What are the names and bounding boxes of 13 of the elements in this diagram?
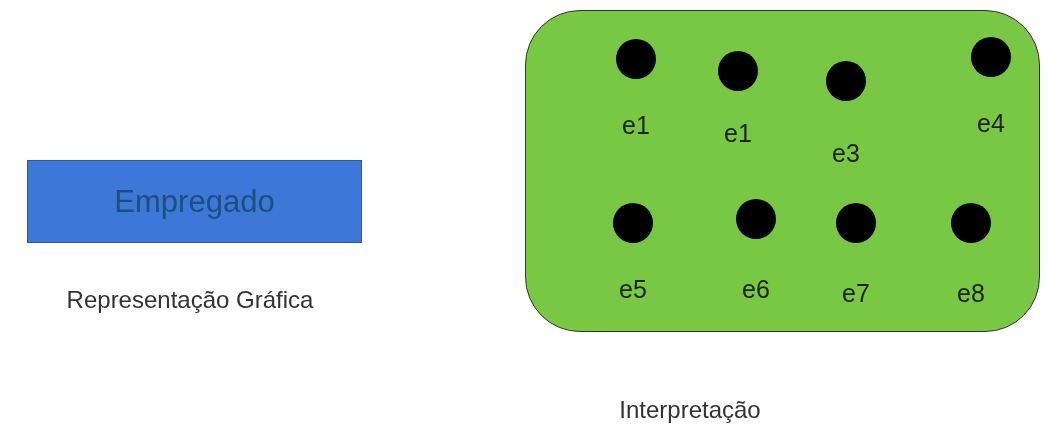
element-label: e1	[622, 111, 650, 139]
node-label: Interpretação	[619, 396, 761, 424]
set-box	[525, 10, 1040, 332]
element-label: e7	[842, 279, 870, 307]
element-label: e3	[832, 139, 860, 167]
element-label: e8	[957, 279, 985, 307]
element-label: e4	[977, 109, 1005, 137]
element-label: e6	[742, 275, 770, 303]
element-label: e1	[724, 119, 752, 147]
element-label: e5	[619, 275, 647, 303]
entity-name: Empregado	[114, 183, 275, 220]
entity-box	[27, 160, 362, 243]
node-label: Representação Gráfica	[66, 286, 314, 314]
